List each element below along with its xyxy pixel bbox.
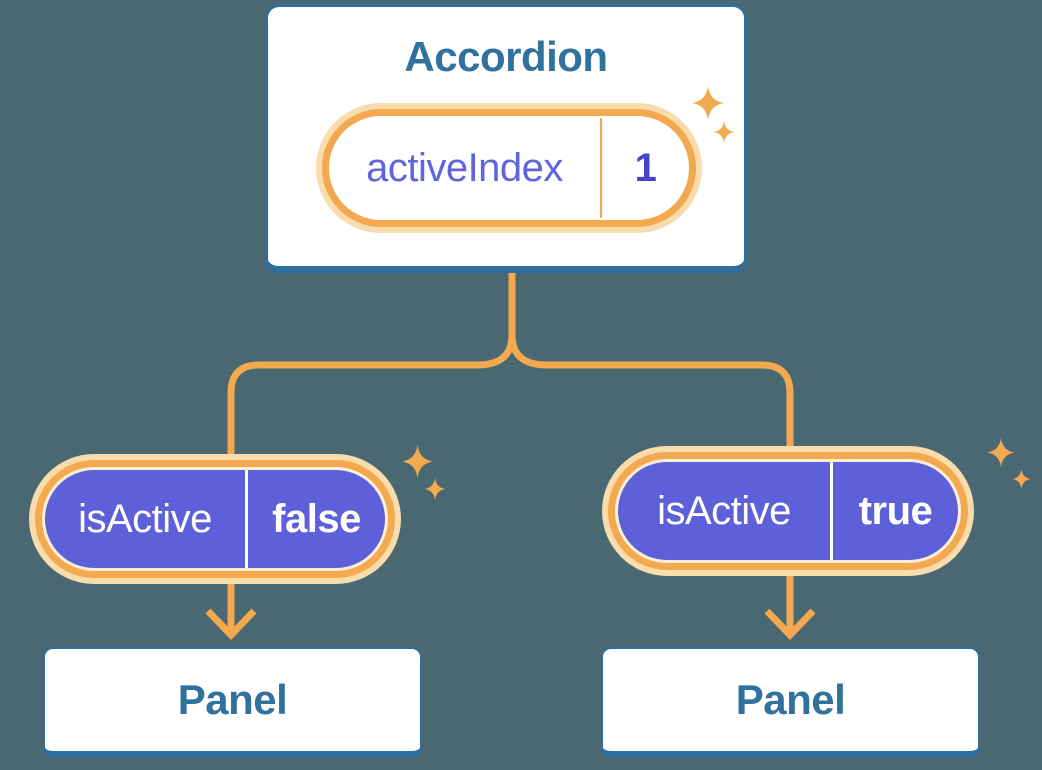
sparkle-icon [424, 478, 446, 500]
prop-pill-value: true [858, 488, 933, 533]
sparkle-icon [401, 445, 434, 478]
arrowhead-left-icon [205, 608, 257, 641]
sparkle-icon [691, 86, 725, 120]
arrowhead-right-icon [764, 608, 816, 641]
connector-right-branch [508, 268, 794, 631]
connector-left-branch [227, 268, 516, 631]
pill-divider [245, 470, 248, 568]
prop-pill-value: false [272, 496, 361, 541]
pill-divider [830, 462, 833, 560]
state-pill-activeindex: activeIndex 1 [329, 116, 689, 220]
prop-pill-isactive-false: isActive false [45, 470, 385, 568]
prop-pill-label: isActive [78, 496, 212, 541]
prop-pill-isactive-true: isActive true [618, 462, 958, 560]
state-pill-value: 1 [634, 145, 657, 190]
panel-card-left: Panel [43, 647, 422, 757]
state-pill-label: activeIndex [366, 145, 563, 190]
prop-pill-label: isActive [657, 488, 791, 533]
panel-card-title: Panel [177, 676, 288, 723]
accordion-card-title: Accordion [404, 33, 608, 80]
sparkle-icon [1012, 469, 1031, 489]
sparkle-icon [987, 437, 1015, 468]
sparkle-icon [713, 121, 735, 143]
panel-card-title: Panel [735, 676, 846, 723]
pill-divider [600, 118, 602, 218]
panel-card-right: Panel [601, 647, 980, 757]
